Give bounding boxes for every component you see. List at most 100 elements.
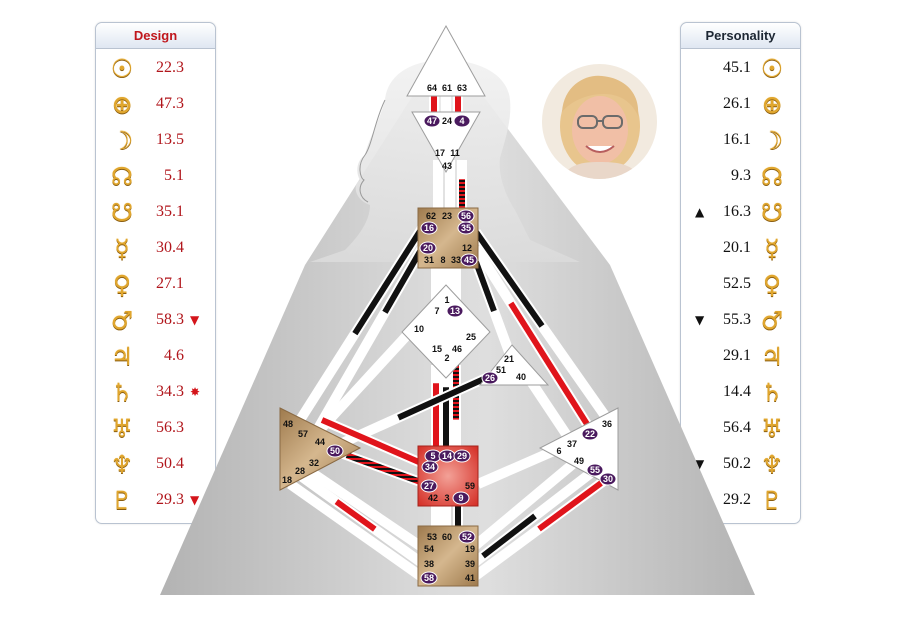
gate-49: 49 [574, 456, 584, 466]
personality-row-south-node: ☋16.3▲ [681, 195, 800, 231]
channel-40-37 [525, 377, 575, 443]
south-node-icon: ☋ [110, 198, 134, 227]
gate-44: 44 [315, 437, 325, 447]
pluto-icon: ♇ [110, 486, 134, 515]
gate-2: 2 [444, 353, 449, 363]
personality-row-neptune: ♆50.2▼ [681, 447, 800, 483]
channels [287, 96, 613, 585]
personality-row-pluto: ♇ 29.2 [681, 483, 800, 519]
design-value: 27.1 [156, 275, 184, 292]
gate-4: 4 [453, 114, 471, 128]
gate-number: 61 [442, 83, 452, 93]
gate-number: 20 [423, 243, 433, 253]
uranus-icon: ♅ [110, 414, 134, 443]
gate-37: 37 [567, 439, 577, 449]
gate-number: 42 [428, 493, 438, 503]
personality-value: 14.4 [723, 383, 751, 400]
personality-value: 29.2 [723, 491, 751, 508]
gate-number: 23 [442, 211, 452, 221]
gate-number: 46 [452, 344, 462, 354]
gate-number: 24 [442, 116, 452, 126]
gate-number: 39 [465, 559, 475, 569]
channel-39-55 [466, 462, 604, 570]
design-value: 4.6 [164, 347, 184, 364]
gate-number: 33 [451, 255, 461, 265]
gate-number: 29 [457, 451, 467, 461]
gate-number: 47 [427, 116, 437, 126]
personality-row-moon: ☽ 16.1 [681, 123, 800, 159]
gate-32: 32 [309, 458, 319, 468]
gate-22: 22 [581, 427, 599, 441]
gate-number: 25 [466, 332, 476, 342]
gate-number: 60 [442, 532, 452, 542]
design-value: 50.4 [156, 455, 184, 472]
design-value: 22.3 [156, 59, 184, 76]
design-value: 5.1 [164, 167, 184, 184]
personality-value: 9.3 [731, 167, 751, 184]
personality-value: 16.1 [723, 131, 751, 148]
design-row-north-node: ☊ 5.1 [96, 159, 215, 195]
gate-10: 10 [414, 324, 424, 334]
gate-39: 39 [465, 559, 475, 569]
pluto-icon: ♇ [760, 486, 784, 515]
gate-12: 12 [462, 243, 472, 253]
mercury-icon: ☿ [764, 234, 780, 263]
earth-icon: ⊕ [761, 90, 783, 119]
sun-icon: ☉ [110, 54, 134, 83]
gate-number: 12 [462, 243, 472, 253]
moon-icon: ☽ [760, 126, 784, 155]
gate-15: 15 [432, 344, 442, 354]
channel-50-27 [336, 447, 428, 489]
gate-number: 18 [282, 475, 292, 485]
gate-50: 50 [326, 444, 344, 458]
gate-number: 40 [516, 372, 526, 382]
personality-row-venus: ♀52.5 [681, 267, 800, 303]
design-row-south-node: ☋ 35.1 [96, 195, 215, 231]
gate-number: 59 [465, 481, 475, 491]
gate-number: 26 [485, 373, 495, 383]
gate-52: 52 [458, 530, 476, 544]
gate-number: 19 [465, 544, 475, 554]
gate-34: 34 [421, 460, 439, 474]
gate-25: 25 [466, 332, 476, 342]
gate-number: 4 [459, 116, 464, 126]
gate-9: 9 [452, 491, 470, 505]
personality-marker: ▼ [695, 313, 705, 327]
gate-7: 7 [434, 306, 439, 316]
personality-row-saturn: ♄ 14.4 [681, 375, 800, 411]
gate-20: 20 [419, 241, 437, 255]
gate-number: 7 [434, 306, 439, 316]
mars-icon: ♂ [110, 306, 134, 335]
personality-panel: Personality ☉45.1⊕26.1☽16.1☊9.3☋16.3▲☿20… [680, 22, 801, 524]
design-value: 29.3 [156, 491, 184, 508]
gate-36: 36 [602, 419, 612, 429]
gate-number: 35 [461, 223, 471, 233]
gate-3: 3 [444, 493, 449, 503]
design-value: 35.1 [156, 203, 184, 220]
north-node-icon: ☊ [110, 162, 134, 191]
gate-64: 64 [427, 83, 437, 93]
gate-46: 46 [452, 344, 462, 354]
channel-10-57 [314, 328, 414, 436]
personality-value: 16.3 [723, 203, 751, 220]
gate-number: 16 [424, 223, 434, 233]
personality-panel-title: Personality [681, 23, 800, 49]
north-node-icon: ☊ [760, 162, 784, 191]
saturn-icon: ♄ [760, 378, 784, 407]
gate-number: 30 [603, 474, 613, 484]
gate-38: 38 [424, 559, 434, 569]
head-center [406, 24, 486, 97]
personality-row-jupiter: ♃29.1 [681, 339, 800, 375]
design-row-mercury: ☿30.4 [96, 231, 215, 267]
design-marker: ▼ [190, 493, 200, 507]
neptune-icon: ♆ [760, 450, 784, 479]
gate-40: 40 [516, 372, 526, 382]
design-value: 47.3 [156, 95, 184, 112]
gate-number: 15 [432, 344, 442, 354]
gate-number: 51 [496, 365, 506, 375]
gate-61: 61 [442, 83, 452, 93]
gate-number: 44 [315, 437, 325, 447]
personality-marker: ▼ [695, 457, 705, 471]
